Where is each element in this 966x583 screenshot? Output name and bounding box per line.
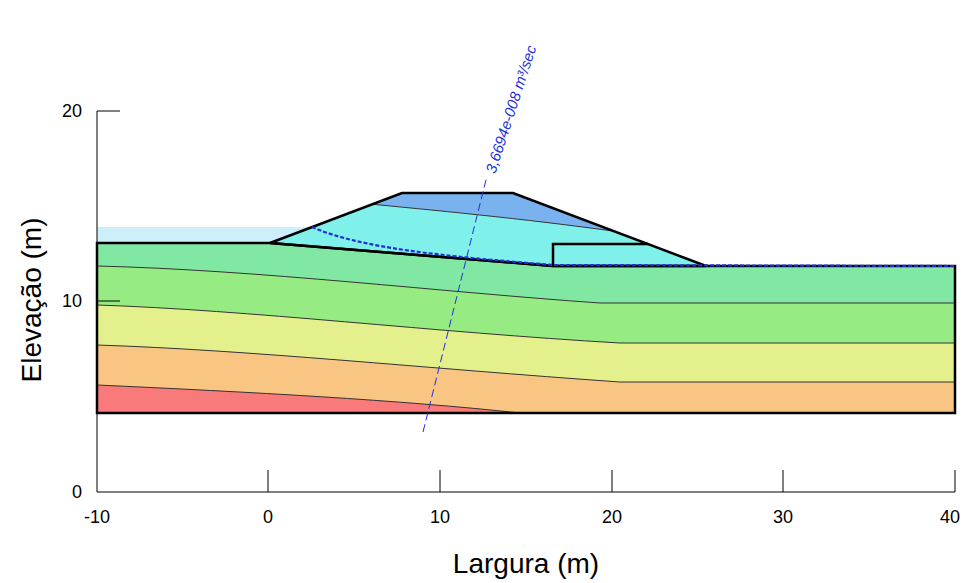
axis-tick-label: 0 xyxy=(72,483,82,501)
section-outline xyxy=(97,193,955,413)
flux-label: 3,6694e-008 m³/sec xyxy=(483,43,538,175)
axis-tick-label: 20 xyxy=(602,508,622,526)
axis-title: Elevação (m) xyxy=(18,218,46,383)
axis-tick-label: 10 xyxy=(62,292,82,310)
axis-tick-label: 30 xyxy=(773,508,793,526)
axis-tick-label: 10 xyxy=(430,508,450,526)
axis-tick-label: -10 xyxy=(84,508,110,526)
phreatic-line xyxy=(312,227,955,266)
axis-tick-label: 40 xyxy=(940,508,960,526)
flux-section xyxy=(423,176,487,432)
axes xyxy=(97,111,955,492)
axis-title: Largura (m) xyxy=(453,550,599,578)
axis-tick-label: 20 xyxy=(62,102,82,120)
axis-tick-label: 0 xyxy=(263,508,273,526)
